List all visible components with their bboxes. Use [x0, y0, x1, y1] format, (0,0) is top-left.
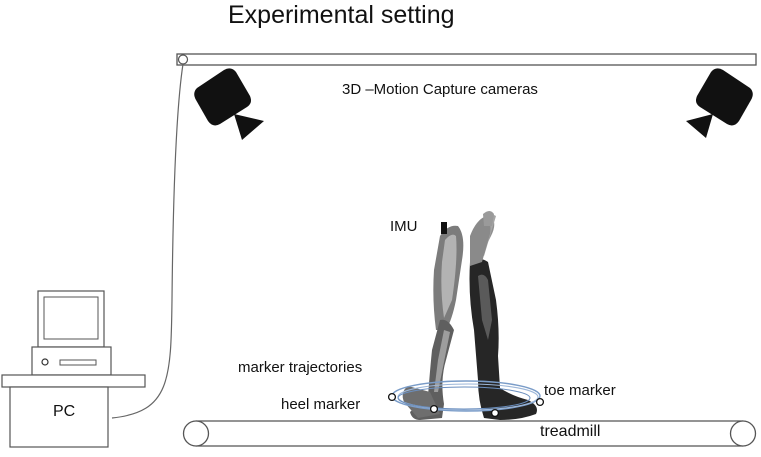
cable [111, 63, 184, 419]
treadmill-label: treadmill [540, 423, 601, 440]
heel-marker-icon [387, 392, 397, 402]
walking-figure-icon [402, 211, 537, 420]
marker-icon [490, 408, 500, 418]
toe-marker-icon [535, 397, 545, 407]
computer-icon [1, 290, 146, 448]
marker-icon [429, 404, 439, 414]
imu-label: IMU [390, 218, 418, 235]
marker-trajectories-label: marker trajectories [238, 359, 363, 376]
cameras-label: 3D –Motion Capture cameras [342, 81, 538, 98]
page-title: Experimental setting [228, 1, 455, 29]
toe-marker-label: toe marker [544, 382, 616, 399]
camera-left-icon [194, 68, 264, 140]
pc-label: PC [53, 403, 76, 420]
ceiling-rail [176, 53, 757, 66]
camera-right-icon [686, 68, 753, 138]
heel-marker-label: heel marker [281, 396, 361, 413]
treadmill [182, 420, 757, 447]
imu-sensor-icon [441, 222, 447, 234]
